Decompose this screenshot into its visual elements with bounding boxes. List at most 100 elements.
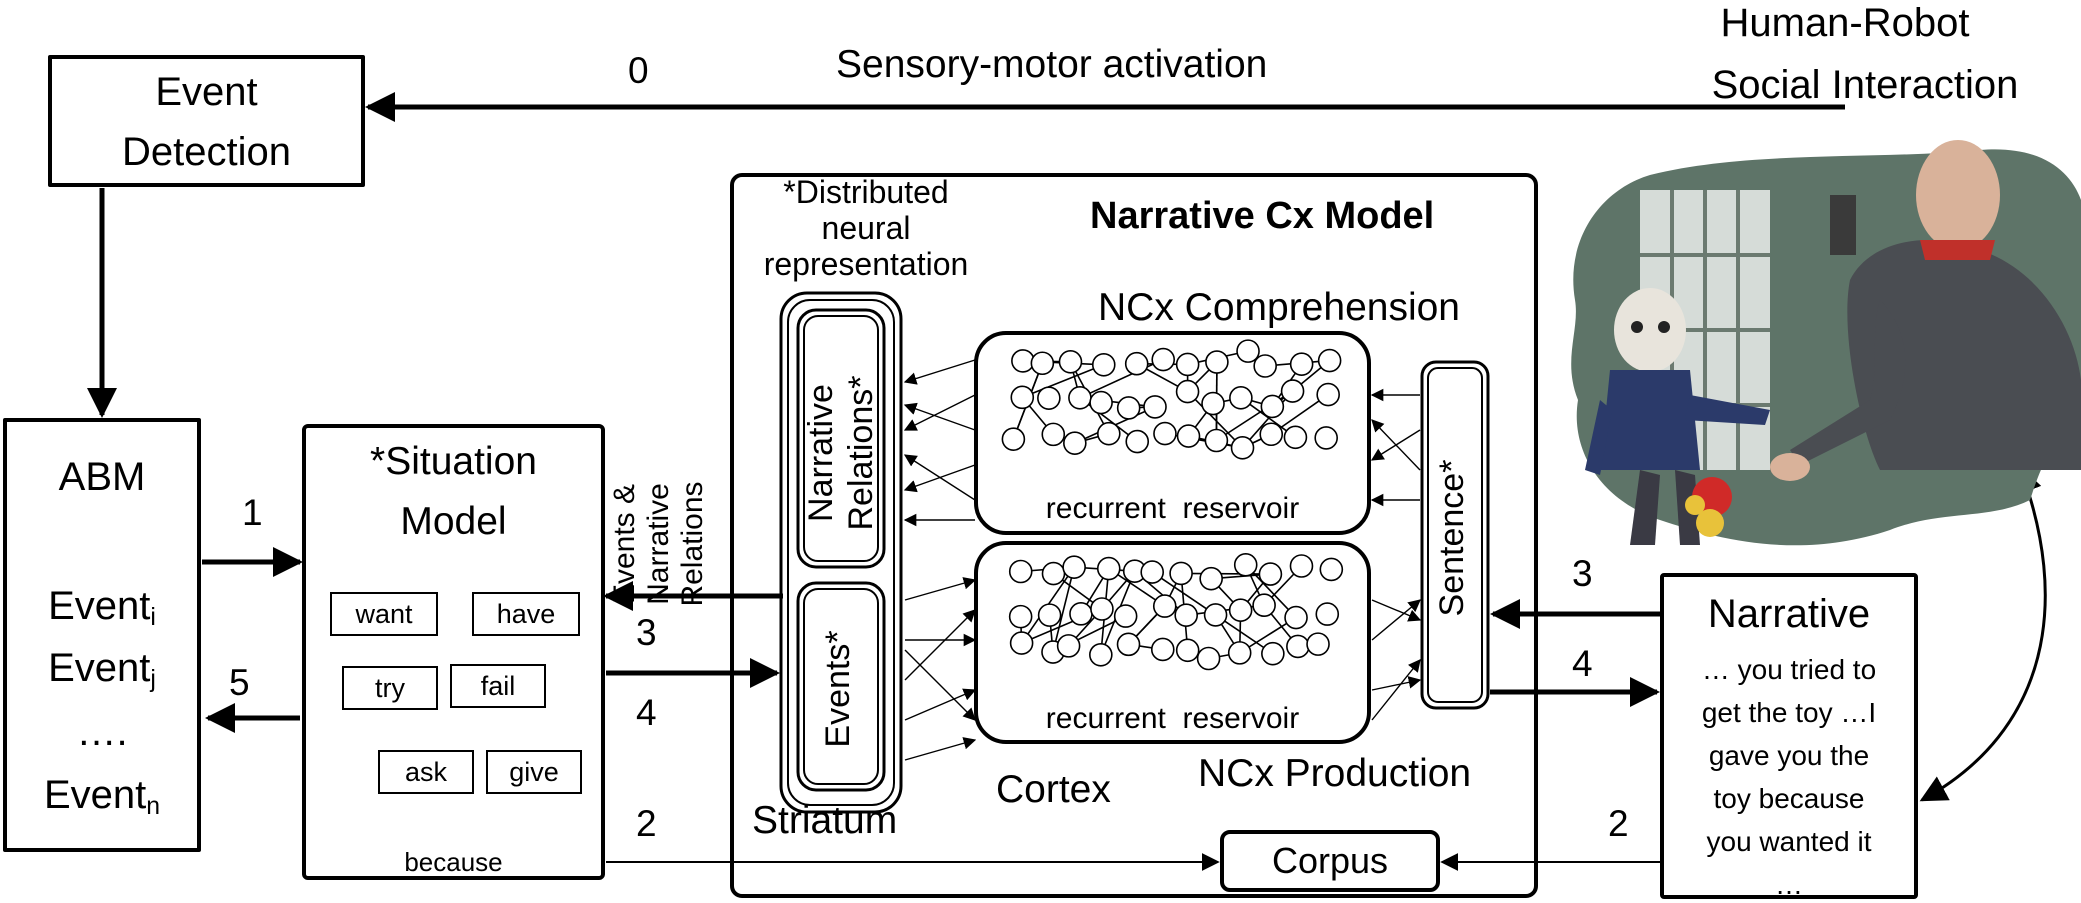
ncx-comprehension-label: NCx Comprehension — [1098, 286, 1460, 329]
reservoir-node — [1199, 566, 1223, 591]
cortex-label: Cortex — [996, 768, 1111, 811]
reservoir-node — [1143, 395, 1167, 419]
social-interaction-title: Social Interaction — [1711, 63, 2019, 107]
reservoir-link — [1151, 571, 1217, 616]
reservoir-node — [1169, 561, 1193, 586]
ncx-production-label: NCx Production — [1198, 752, 1472, 795]
reservoir-node — [1205, 350, 1229, 374]
abm-box — [3, 418, 201, 852]
reservoir-node — [1314, 426, 1338, 450]
distributed-line3: representation — [763, 246, 969, 282]
projection-link — [1371, 599, 1421, 641]
reservoir-link — [1021, 364, 1105, 399]
reservoir-node — [1204, 428, 1229, 453]
narrative-line: you wanted it — [1706, 826, 1872, 857]
human-robot-title: Human-Robot — [1720, 1, 1970, 45]
reservoir-node — [1008, 559, 1033, 584]
reservoir-node — [1140, 560, 1165, 584]
reservoir-node — [1196, 646, 1221, 671]
projection-link — [904, 609, 976, 681]
events-relations-label: Events & Narrative Relations — [608, 481, 709, 607]
distributed-line2: neural — [821, 210, 911, 246]
narrative-cx-model-box — [730, 173, 1538, 898]
reservoir-node — [1150, 637, 1175, 662]
reservoir-node — [1289, 554, 1314, 578]
reservoir-node — [1001, 427, 1026, 451]
node-want: want — [330, 592, 438, 636]
reservoir-node — [1176, 424, 1201, 448]
node-give: give — [486, 750, 582, 794]
reservoir-node — [1153, 421, 1177, 446]
projection-link — [1371, 419, 1421, 471]
sensory-motor-label: Sensory-motor activation — [836, 43, 1268, 86]
reservoir-link — [1241, 390, 1294, 449]
reservoir-node — [1236, 339, 1260, 363]
narrative-line: get the toy …I — [1701, 697, 1877, 728]
node-try: try — [342, 666, 438, 710]
reservoir-node — [1037, 603, 1062, 627]
narrative-box — [1660, 573, 1918, 899]
reservoir-node — [1283, 425, 1308, 450]
narrative-cx-title: Narrative Cx Model — [1090, 195, 1435, 237]
reservoir-link — [1052, 566, 1077, 653]
reservoir-node — [1062, 555, 1086, 579]
reservoir-node — [1229, 386, 1253, 410]
abm-event-j: Eventj — [48, 646, 156, 694]
step-2-left-label: 2 — [636, 803, 657, 844]
reservoir-node — [1289, 352, 1314, 376]
reservoir-node — [1090, 597, 1114, 621]
step-4-left-label: 4 — [636, 692, 657, 733]
step-4-right-label: 4 — [1572, 643, 1593, 684]
reservoir-node — [1058, 349, 1083, 374]
robot-photo — [1571, 140, 2081, 546]
reservoir-node — [1228, 598, 1253, 622]
reservoir-node — [1010, 385, 1035, 410]
situation-model-line2: Model — [400, 500, 507, 543]
reservoir-node — [1227, 641, 1252, 665]
projection-link — [904, 688, 977, 721]
projection-link — [1371, 599, 1422, 622]
reservoir-link — [1079, 397, 1138, 443]
node-fail: fail — [450, 664, 546, 708]
reservoir-node — [1008, 604, 1033, 629]
sentence-label: Sentence* — [1433, 459, 1471, 617]
reservoir-node — [1152, 594, 1177, 618]
reservoir-node — [1315, 602, 1340, 626]
reservoir-node — [1116, 632, 1141, 657]
reservoir-node — [1174, 603, 1198, 627]
reservoir-node — [1253, 354, 1277, 378]
reservoir-node — [1260, 394, 1285, 419]
projection-link — [903, 359, 976, 385]
situation-model-line1: *Situation — [370, 440, 537, 483]
reservoir-node — [1097, 421, 1121, 446]
corpus-box — [1220, 830, 1440, 892]
reservoir-node — [1258, 562, 1283, 586]
reservoir-link — [1079, 358, 1164, 399]
reservoir-node — [1284, 605, 1308, 630]
projection-link — [1371, 676, 1422, 691]
reservoir-node — [1030, 351, 1055, 376]
reservoir-node — [1041, 422, 1066, 447]
projection-link — [904, 649, 976, 721]
reservoir-node — [1306, 632, 1330, 656]
abm-event-i: Eventi — [48, 584, 156, 632]
abm-dots: …. — [76, 710, 128, 754]
step-2-right-label: 2 — [1608, 803, 1629, 844]
situation-model-box — [302, 424, 605, 880]
narrative-line: … you tried to — [1701, 654, 1877, 685]
corpus-label: Corpus — [1271, 840, 1389, 881]
reservoir-node — [1233, 553, 1258, 577]
projection-link — [903, 394, 976, 431]
event-detection-box — [48, 55, 365, 187]
reservoir-node — [1175, 379, 1200, 404]
projection-link — [904, 737, 977, 761]
reservoir-node — [1116, 396, 1141, 420]
reservoir-node — [1096, 556, 1121, 581]
narrative-line: toy because — [1713, 783, 1865, 814]
reservoir-node — [1089, 642, 1113, 667]
reservoir-node — [1063, 431, 1087, 455]
step-5-label: 5 — [229, 662, 250, 703]
reservoir-node — [1113, 604, 1138, 628]
reservoir-node — [1056, 634, 1081, 658]
